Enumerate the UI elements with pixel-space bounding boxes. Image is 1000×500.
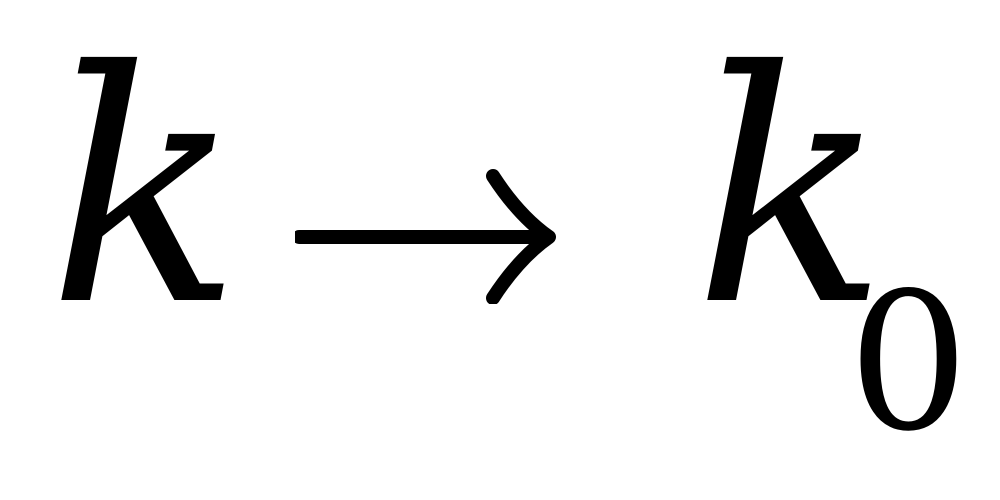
subscript-zero: 0 [848,252,969,473]
variable-k: k [48,4,242,376]
variable-k-nought: k [694,4,888,376]
right-arrow-icon [295,169,556,304]
